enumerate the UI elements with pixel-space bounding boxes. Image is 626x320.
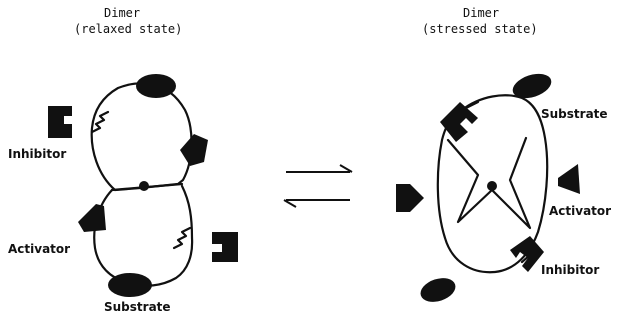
right-outer-subunit: [436, 94, 549, 274]
right-inhibitor-bound-upper: [440, 102, 478, 142]
left-substrate-label: Substrate: [104, 300, 171, 314]
left-top-substrate-ellipse: [136, 74, 176, 98]
left-upper-subunit: [90, 82, 193, 192]
right-inhibitor-bound-lower: [510, 236, 544, 272]
right-free-activator-left: [396, 184, 424, 212]
left-activator-bound-lower: [78, 204, 106, 232]
left-title-line2: (relaxed state): [74, 22, 183, 36]
right-top-substrate-ellipse: [512, 73, 552, 99]
left-free-inhibitor: [48, 106, 72, 138]
right-title-line2: (stressed state): [422, 22, 538, 36]
right-pivot-dot: [487, 181, 497, 191]
left-bottom-substrate-ellipse: [108, 273, 152, 297]
left-upper-notch: [90, 110, 110, 134]
left-free-inhibitor-2: [212, 232, 238, 262]
left-lower-subunit: [93, 184, 194, 287]
right-bottom-substrate-ellipse: [420, 278, 456, 302]
left-title-line1: Dimer: [104, 6, 141, 20]
right-substrate-label: Substrate: [541, 107, 608, 121]
reverse-arrow-head: [283, 199, 297, 208]
left-pivot-dot: [139, 181, 149, 191]
right-free-activator-right: [558, 164, 580, 194]
left-activator-label: Activator: [8, 242, 71, 256]
left-inhibitor-label: Inhibitor: [8, 147, 67, 161]
left-lower-notch: [172, 226, 192, 250]
left-activator-bound-upper: [180, 134, 208, 166]
forward-arrow-head: [339, 164, 353, 173]
right-title-line1: Dimer: [463, 6, 500, 20]
right-activator-label: Activator: [549, 204, 612, 218]
right-inhibitor-label: Inhibitor: [541, 263, 600, 277]
